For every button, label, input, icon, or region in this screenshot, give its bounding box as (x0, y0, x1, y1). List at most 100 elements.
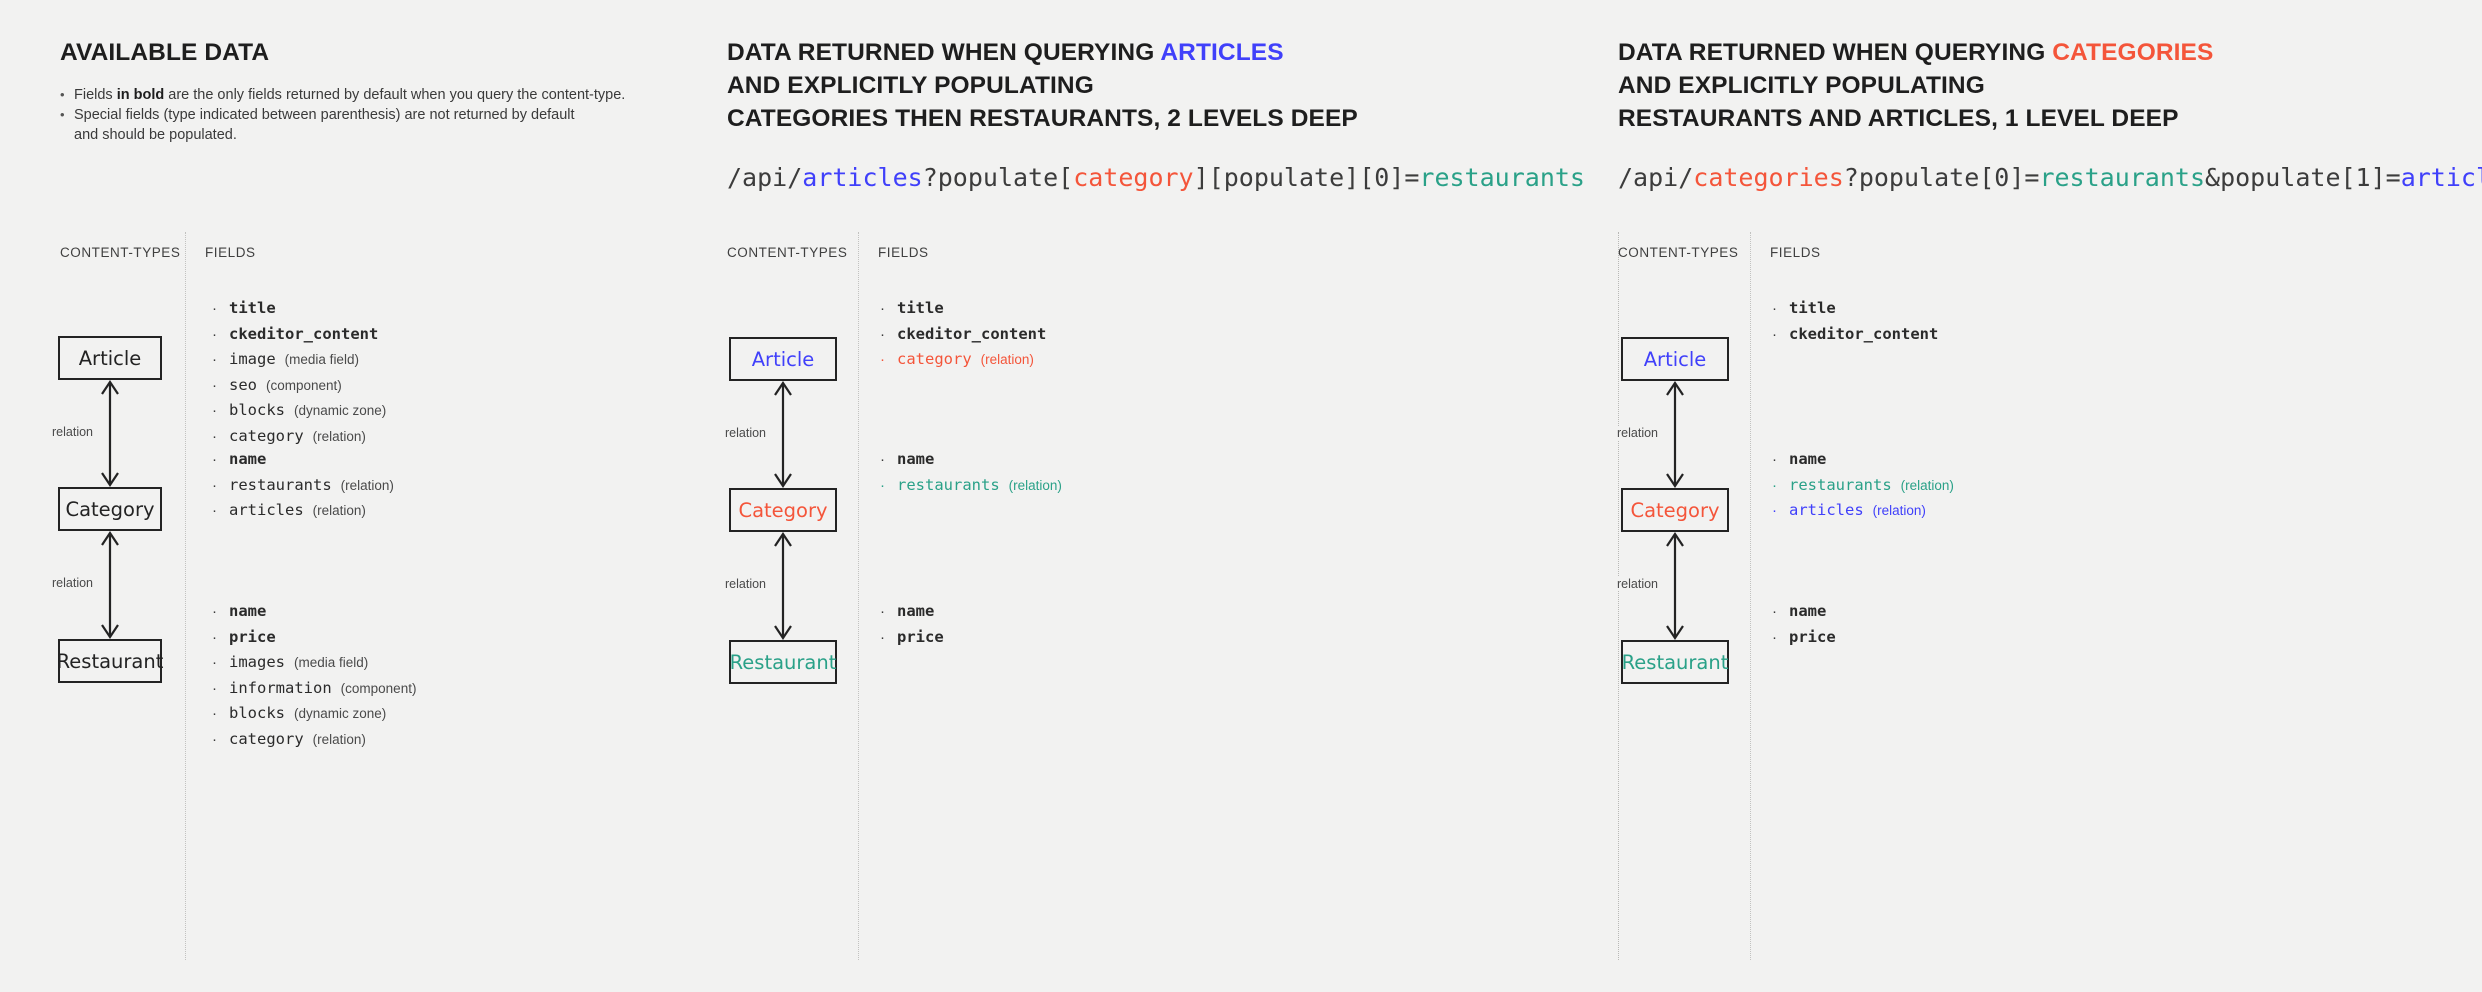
column-divider (185, 232, 186, 960)
field-row: ·image(media field) (212, 347, 386, 373)
bullet-dot-icon: • (60, 107, 65, 122)
relation-label: relation (1613, 425, 1662, 440)
field-name: name (897, 602, 935, 620)
panel-query-categories: DATA RETURNED WHEN QUERYING CATEGORIES AN… (1613, 0, 2482, 992)
field-type: (relation) (1008, 477, 1062, 493)
bullet-dot-icon: · (1772, 476, 1777, 494)
field-row: ·name (880, 447, 1062, 473)
field-row: · ckeditor_content (1772, 322, 1938, 348)
bullet-dot-icon: · (880, 451, 885, 468)
relation-label: relation (1613, 577, 1662, 591)
field-row: ·restaurants(relation) (212, 473, 394, 499)
field-name: seo (229, 375, 257, 394)
api-url-token: /api/ (727, 163, 803, 192)
api-url-token: articles (802, 163, 923, 192)
bullet-dot-icon: · (1772, 502, 1777, 519)
api-url-token: restaurants (1419, 163, 1585, 192)
bullet-text: Special fields (type indicated between p… (74, 107, 575, 143)
field-row: ·name (212, 447, 394, 473)
field-row: · information (component) (212, 676, 416, 702)
content-type-node-article[interactable]: Article (58, 336, 162, 380)
content-type-node-restaurant[interactable]: Restaurant (729, 640, 837, 684)
bullet-dot-icon: · (212, 603, 217, 620)
api-url-token: ?populate[0]= (1843, 163, 2040, 192)
field-group: ·name · price (880, 599, 944, 650)
field-name: images (229, 653, 285, 671)
field-row: ·articles(relation) (1772, 498, 1954, 524)
field-row: ·seo(component) (212, 373, 386, 399)
field-row: ·articles(relation) (212, 498, 394, 524)
panel-title-line: AND EXPLICITLY POPULATING (1618, 72, 1985, 99)
field-group: ·name·restaurants(relation)·articles(rel… (1772, 447, 1954, 524)
bullet-dot-icon: · (1772, 603, 1777, 620)
bullet-dot-icon: · (212, 730, 217, 748)
field-type: (relation) (312, 428, 366, 444)
panel-title: DATA RETURNED WHEN QUERYING CATEGORIES AN… (1618, 36, 2482, 135)
panel-title-line: DATA RETURNED WHEN QUERYING ARTICLES (727, 39, 1284, 66)
content-type-node-article[interactable]: Article (1621, 337, 1729, 381)
field-name: price (897, 627, 944, 646)
bullet-dot-icon: · (212, 427, 217, 445)
panel-title-line: CATEGORIES THEN RESTAURANTS, 2 LEVELS DE… (727, 105, 1358, 132)
field-row: · name (212, 599, 416, 625)
bullet-dot-icon: · (212, 476, 217, 494)
bullet-dot-icon: · (880, 628, 885, 646)
content-type-node-article[interactable]: Article (729, 337, 837, 381)
field-name: ckeditor_content (229, 324, 379, 343)
column-divider (1750, 232, 1751, 960)
field-type: (media field) (294, 655, 369, 670)
bullet-dot-icon: · (1772, 325, 1777, 343)
bullet-dot-icon: · (212, 376, 217, 394)
column-heading-fields: FIELDS (1770, 245, 1821, 260)
api-url-token: articles (2400, 163, 2482, 192)
content-type-node-restaurant[interactable]: Restaurant (1621, 640, 1729, 684)
field-name: title (897, 299, 944, 317)
panel-title-line: RESTAURANTS AND ARTICLES, 1 LEVEL DEEP (1618, 105, 2179, 132)
field-row: ·title (212, 296, 386, 322)
bullet-dot-icon: · (1772, 300, 1777, 317)
api-url-token: ][populate][0]= (1193, 163, 1420, 192)
api-url-token: ?populate[ (922, 163, 1074, 192)
panel-bullet-list: • Fields in bold are the only fields retu… (60, 85, 625, 145)
content-type-node-restaurant[interactable]: Restaurant (57, 639, 163, 683)
bullet-dot-icon: · (212, 679, 217, 697)
field-group: ·name·price (1772, 599, 1836, 650)
field-group: ·title·ckeditor_content·image(media fiel… (212, 296, 386, 449)
field-type: (component) (340, 680, 417, 696)
content-type-node-category[interactable]: Category (58, 487, 162, 531)
bullet-dot-icon: • (60, 87, 65, 102)
field-name: restaurants (229, 475, 332, 494)
relation-label: relation (48, 424, 97, 439)
field-name: category (897, 350, 972, 368)
relation-arrow (1666, 381, 1684, 488)
field-type: (relation) (980, 352, 1034, 367)
bullet-dot-icon: · (880, 300, 885, 317)
list-item: • Special fields (type indicated between … (60, 105, 625, 145)
field-name: information (229, 678, 332, 697)
panel-title-line: DATA RETURNED WHEN QUERYING CATEGORIES (1618, 39, 2214, 66)
api-url-token: restaurants (2039, 163, 2206, 192)
api-url-token: categories (1693, 163, 1844, 192)
field-row: ·name (880, 599, 944, 625)
field-row: ·title (1772, 296, 1938, 322)
column-divider (858, 232, 859, 960)
field-row: ·category(relation) (212, 424, 386, 450)
bullet-dot-icon: · (212, 300, 217, 317)
content-type-node-category[interactable]: Category (729, 488, 837, 532)
bullet-text: Fields in bold are the only fields retur… (74, 87, 626, 103)
api-url-token: /api/ (1618, 163, 1694, 192)
relation-label: relation (721, 425, 770, 440)
panel-available-data: AVAILABLE DATA • Fields in bold are the on… (0, 0, 858, 992)
bullet-dot-icon: · (212, 654, 217, 671)
field-name: name (229, 602, 267, 620)
field-row: ·name (1772, 599, 1836, 625)
field-name: restaurants (897, 475, 1000, 494)
field-name: ckeditor_content (1789, 324, 1939, 343)
content-type-node-category[interactable]: Category (1621, 488, 1729, 532)
bullet-dot-icon: · (212, 351, 217, 368)
relation-arrow (774, 532, 792, 640)
panel-title: AVAILABLE DATA (60, 36, 625, 69)
panel-title-line: AVAILABLE DATA (60, 39, 270, 66)
field-type: (relation) (312, 731, 366, 747)
